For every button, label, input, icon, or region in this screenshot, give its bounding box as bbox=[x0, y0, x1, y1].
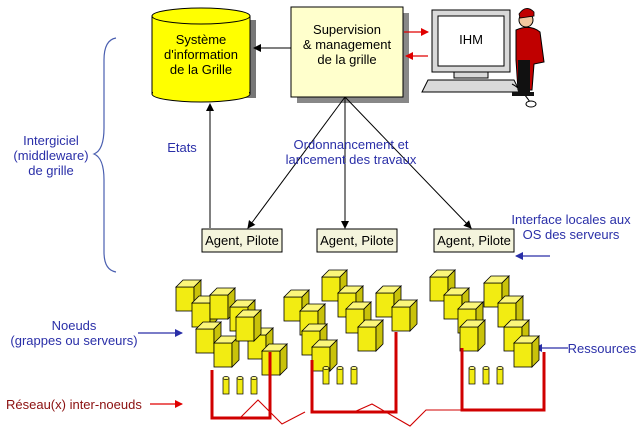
resources-label: Ressources bbox=[567, 341, 637, 356]
database-cylinder-icon bbox=[151, 7, 256, 103]
agent-label-3: Agent, Pilote bbox=[437, 233, 511, 248]
network-label: Réseau(x) inter-noeuds bbox=[6, 397, 142, 412]
disk-cylinder-icon bbox=[250, 376, 258, 395]
server-box-icon bbox=[459, 319, 486, 352]
scheduling-label: Ordonnancement et lancement des travaux bbox=[285, 137, 417, 167]
agent-box-1 bbox=[201, 228, 283, 253]
disk-cylinder-icon bbox=[496, 366, 504, 385]
disk-cylinder-icon bbox=[350, 366, 358, 385]
server-box-icon bbox=[357, 319, 384, 352]
server-box-icon bbox=[261, 343, 288, 376]
disk-cylinder-icon bbox=[482, 366, 490, 385]
server-box-icon bbox=[513, 335, 540, 368]
disk-cylinder-icon bbox=[222, 376, 230, 395]
supervision-label: Supervision & management de la grille bbox=[302, 22, 392, 67]
local-interface-label: Interface locales aux OS des serveurs bbox=[511, 212, 631, 242]
agent-label-1: Agent, Pilote bbox=[205, 233, 279, 248]
disk-cylinder-icon bbox=[236, 376, 244, 395]
agent-box-2 bbox=[316, 228, 398, 253]
server-box-icon bbox=[483, 275, 510, 308]
ihm-label: IHM bbox=[459, 32, 483, 47]
server-box-icon bbox=[503, 319, 530, 352]
arrow-to-agent-3 bbox=[344, 96, 472, 229]
states-label: Etats bbox=[167, 140, 197, 155]
disk-cylinder-icon bbox=[322, 366, 330, 385]
agent-box-3 bbox=[433, 228, 515, 253]
nodes-label: Noeuds (grappes ou serveurs) bbox=[10, 318, 138, 348]
server-box-icon bbox=[391, 299, 418, 332]
supervision-box bbox=[290, 6, 409, 103]
network-lines bbox=[210, 332, 546, 427]
disk-group bbox=[222, 366, 504, 395]
server-box-icon bbox=[213, 335, 240, 368]
agent-label-2: Agent, Pilote bbox=[320, 233, 394, 248]
info-system-label: Système d'information de la Grille bbox=[163, 32, 239, 77]
server-box-icon bbox=[311, 339, 338, 372]
middleware-brace bbox=[92, 37, 117, 273]
disk-cylinder-icon bbox=[468, 366, 476, 385]
server-box-icon bbox=[235, 309, 262, 342]
arrow-to-agent-1 bbox=[247, 96, 346, 229]
disk-cylinder-icon bbox=[336, 366, 344, 385]
computer-monitor-icon bbox=[421, 9, 537, 108]
middleware-label: Intergiciel (middleware) de grille bbox=[13, 133, 89, 178]
user-person-icon bbox=[512, 8, 545, 96]
server-group bbox=[175, 269, 540, 376]
server-box-icon bbox=[443, 287, 470, 320]
